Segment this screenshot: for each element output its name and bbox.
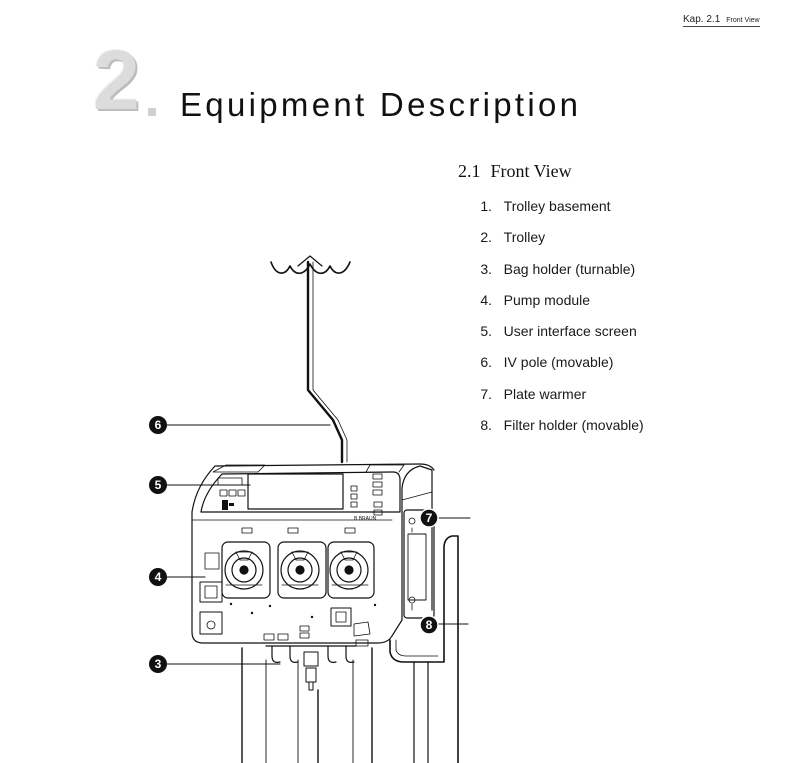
section-heading: 2.1 Front View [458, 161, 572, 182]
callout-label: 6 [155, 418, 162, 432]
callout-marker [149, 476, 167, 494]
callout-label: 3 [155, 657, 162, 671]
device-housing [191, 463, 435, 644]
iv-pole [270, 255, 351, 464]
list-item-number: 3. [480, 260, 492, 277]
callout-marker [149, 655, 167, 673]
chapter-number: 2 [93, 33, 140, 127]
callout-5: 5 [149, 476, 167, 494]
running-head: Kap. 2.1 Front View [683, 14, 760, 27]
pump-head-1 [221, 541, 271, 599]
leader-lines [165, 424, 471, 665]
list-item-number: 6. [480, 354, 492, 371]
section-number: 2.1 [458, 161, 481, 181]
running-head-section: Front View [726, 17, 760, 24]
list-item-number: 8. [480, 417, 492, 434]
list-item-label: Pump module [503, 291, 591, 308]
filter-holder [389, 535, 459, 763]
callout-label: 4 [155, 570, 162, 584]
list-item: 7. Plate warmer [458, 386, 644, 417]
callout-marker [149, 568, 167, 586]
list-item: 3. Bag holder (turnable) [458, 261, 644, 292]
list-item: 2. Trolley [458, 229, 644, 260]
list-item-number: 7. [480, 385, 492, 402]
list-item: 1. Trolley basement [458, 198, 644, 229]
list-item-label: Bag holder (turnable) [503, 260, 636, 277]
section-title: Front View [490, 161, 572, 181]
list-item-label: Plate warmer [503, 385, 587, 402]
list-item-label: Filter holder (movable) [503, 417, 644, 434]
list-item-label: User interface screen [503, 323, 637, 340]
plate-warmer [403, 509, 435, 619]
component-list: 1. Trolley basement 2. Trolley 3. Bag ho… [458, 198, 644, 448]
list-item-label: Trolley basement [503, 198, 611, 214]
callout-3: 3 [149, 655, 167, 673]
user-interface-screen: B BRAUN [217, 473, 383, 522]
list-item-number: 1. [480, 198, 492, 214]
trolley [241, 647, 429, 763]
bag-holder [263, 633, 369, 691]
pump-head-2 [277, 541, 327, 599]
list-item-label: Trolley [503, 229, 546, 246]
list-item-label: IV pole (movable) [503, 354, 614, 371]
pump-head-3 [327, 541, 375, 599]
callout-label: 8 [426, 618, 433, 632]
callout-label: 5 [155, 478, 162, 492]
chapter-title: Equipment Description [180, 86, 582, 123]
list-item-number: 5. [480, 323, 492, 340]
callout-marker [149, 416, 167, 434]
callout-8: 8 [419, 615, 439, 635]
list-item-number: 4. [480, 291, 492, 308]
chapter-number-dot [148, 108, 156, 116]
callout-marker [419, 615, 439, 635]
list-item-number: 2. [480, 229, 492, 246]
device-brand-label: B BRAUN [354, 516, 377, 522]
callout-7: 7 [419, 508, 439, 528]
list-item: 5. User interface screen [458, 323, 644, 354]
callout-6: 6 [149, 416, 167, 434]
list-item: 4. Pump module [458, 292, 644, 323]
callout-4: 4 [149, 568, 167, 586]
callout-label: 7 [426, 511, 433, 525]
pump-module [199, 527, 377, 639]
list-item: 6. IV pole (movable) [458, 354, 644, 385]
callout-marker [419, 508, 439, 528]
running-head-chapter: Kap. 2.1 [683, 14, 721, 25]
list-item: 8. Filter holder (movable) [458, 417, 644, 448]
